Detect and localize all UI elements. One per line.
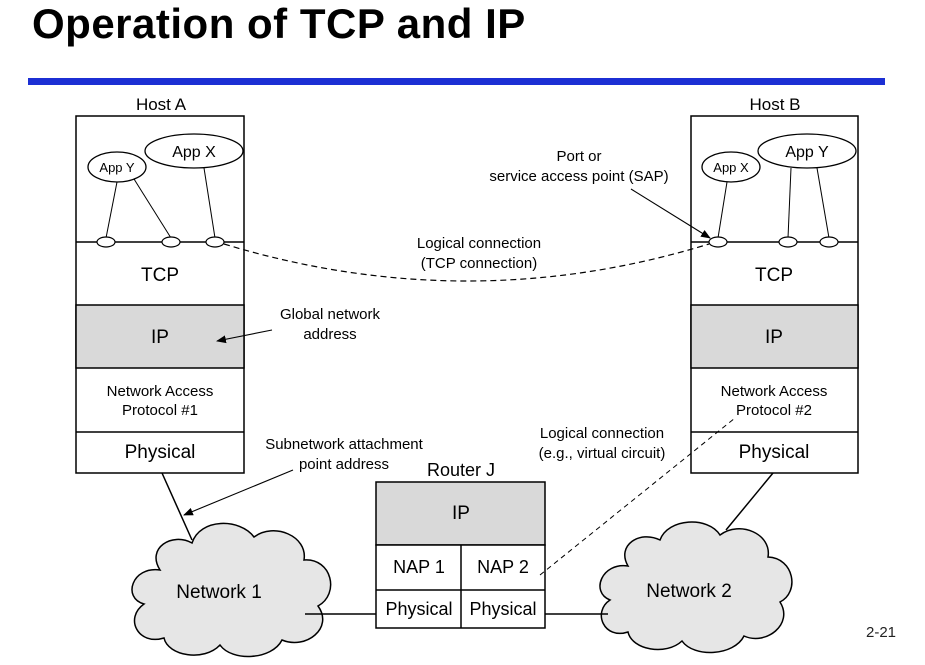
host-b-app-x-link	[717, 181, 728, 239]
host-b-port-2	[778, 236, 798, 248]
port-annotation-line1: Port or	[556, 148, 601, 165]
router-j-label: Router J	[427, 460, 495, 480]
network-2-to-host-b-link	[725, 472, 774, 531]
host-b-app-y	[757, 133, 857, 169]
host-b-app-x	[701, 151, 761, 183]
host-b-app-x-label: App X	[713, 160, 749, 175]
router-physical1-label: Physical	[385, 599, 452, 619]
slide-title: Operation of TCP and IP	[32, 0, 526, 47]
router-nap2-label: NAP 2	[477, 557, 529, 577]
host-b-app-y-link-2	[816, 167, 830, 239]
host-a-tcp-label: TCP	[141, 265, 179, 286]
router-j: Router J IP NAP 1 NAP 2 Physical Physica…	[375, 460, 546, 629]
subnet-annotation-line1: Subnetwork attachment	[265, 436, 423, 453]
host-a-app-x-label: App X	[172, 144, 216, 161]
network-1: Network 1	[131, 522, 332, 658]
global-address-annotation-line1: Global network	[280, 306, 381, 323]
host-b-app-y-label: App Y	[785, 144, 829, 161]
logical-tcp-annotation-line1: Logical connection	[417, 235, 541, 252]
router-nap1-label: NAP 1	[393, 557, 445, 577]
host-a-ip-layer	[75, 304, 245, 369]
title-underline	[28, 78, 885, 85]
host-a-app-x-link	[203, 167, 216, 239]
host-a-label: Host A	[136, 95, 187, 114]
host-a-nap-line1: Network Access	[107, 383, 214, 400]
host-b-nap-line2: Protocol #2	[736, 402, 812, 419]
global-address-arrow	[216, 329, 273, 344]
host-b: Host B App X App Y TCP IP Network Access…	[690, 95, 859, 474]
global-address-annotation-line2: address	[303, 326, 356, 343]
host-b-ip-label: IP	[765, 327, 783, 348]
host-a-app-y-label: App Y	[99, 160, 135, 175]
host-a-ip-label: IP	[151, 327, 169, 348]
host-b-port-1	[708, 236, 728, 248]
host-b-app-y-link-1	[787, 167, 792, 239]
port-annotation-arrow	[630, 188, 711, 239]
network-2-label: Network 2	[646, 581, 732, 602]
host-a-port-1	[96, 236, 116, 248]
logical-tcp-connection-line	[223, 243, 710, 282]
subnet-annotation-line2: point address	[299, 456, 389, 473]
logical-vc-connection-line	[539, 417, 736, 576]
host-a-physical-label: Physical	[125, 442, 196, 463]
host-b-ip-layer	[690, 304, 859, 369]
host-b-physical-label: Physical	[739, 442, 810, 463]
network-1-label: Network 1	[176, 582, 262, 603]
port-annotation-line2: service access point (SAP)	[489, 168, 668, 185]
slide-number: 2-21	[866, 624, 897, 641]
logical-vc-annotation-line2: (e.g., virtual circuit)	[539, 445, 666, 462]
host-b-nap-line1: Network Access	[721, 383, 828, 400]
host-a-app-y-link-1	[105, 181, 118, 239]
network-1-cloud	[131, 522, 332, 658]
logical-vc-annotation-line1: Logical connection	[540, 425, 664, 442]
host-a-app-x	[144, 133, 244, 169]
host-a-app-y-link-2	[133, 178, 172, 239]
host-a-port-2	[161, 236, 181, 248]
host-b-label: Host B	[749, 95, 800, 114]
host-a-nap-line2: Protocol #1	[122, 402, 198, 419]
host-a-to-network-1-link	[161, 472, 193, 541]
network-2-cloud	[599, 521, 793, 654]
subnet-annotation-arrow	[183, 469, 294, 516]
host-a-port-3	[205, 236, 225, 248]
router-physical2-label: Physical	[469, 599, 536, 619]
host-b-tcp-label: TCP	[755, 265, 793, 286]
logical-tcp-annotation-line2: (TCP connection)	[421, 255, 537, 272]
network-2: Network 2	[599, 521, 793, 654]
router-ip-label: IP	[452, 503, 470, 524]
host-a: Host A App Y App X TCP IP Network Access…	[75, 95, 245, 474]
host-b-port-3	[819, 236, 839, 248]
